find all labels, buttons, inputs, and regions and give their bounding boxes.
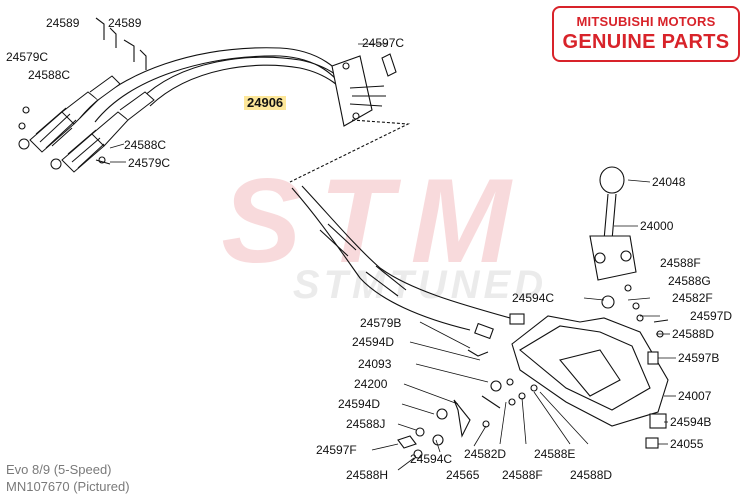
label-24597c: 24597C: [362, 36, 405, 50]
label-24588e: 24588E: [534, 447, 576, 461]
label-24588c-top: 24588C: [28, 68, 71, 82]
label-24588f-bottom: 24588F: [502, 468, 543, 482]
label-24588g: 24588G: [668, 274, 711, 288]
label-24579c-top: 24579C: [6, 50, 49, 64]
label-24055: 24055: [670, 437, 704, 451]
stm-watermark: STM STMTUNED: [221, 154, 547, 307]
caption-model: Evo 8/9 (5-Speed): [6, 462, 112, 477]
label-24594d-mid: 24594D: [352, 335, 395, 349]
label-24594b: 24594B: [670, 415, 712, 429]
label-24589-b: 24589: [108, 16, 142, 30]
label-24579b: 24579B: [360, 316, 402, 330]
label-24007: 24007: [678, 389, 712, 403]
label-24588f-right: 24588F: [660, 256, 701, 270]
label-24906-highlight: 24906: [244, 96, 287, 110]
label-24597d: 24597D: [690, 309, 733, 323]
label-24000: 24000: [640, 219, 674, 233]
caption-part-number: MN107670 (Pictured): [6, 479, 130, 494]
shift-cable-assembly: [18, 47, 386, 173]
label-24588j: 24588J: [346, 417, 386, 431]
badge-brand: MITSUBISHI MOTORS: [576, 14, 716, 29]
shifter-housing: [511, 315, 669, 427]
dashed-connector: [289, 119, 411, 183]
label-24588c-bottom: 24588C: [124, 138, 167, 152]
label-24565: 24565: [446, 468, 480, 482]
label-24588h: 24588H: [346, 468, 389, 482]
stm-watermark-logo: STM: [221, 154, 528, 288]
hardware-parts: [18, 17, 669, 459]
label-24093: 24093: [358, 357, 392, 371]
label-24589-a: 24589: [46, 16, 80, 30]
label-24594c-low: 24594C: [410, 452, 453, 466]
label-24597f: 24597F: [316, 443, 357, 457]
badge-title: GENUINE PARTS: [562, 31, 730, 53]
label-24594c-mid: 24594C: [512, 291, 555, 305]
label-24200: 24200: [354, 377, 388, 391]
lower-cables: [291, 185, 525, 340]
label-24048: 24048: [652, 175, 686, 189]
leader-lines: [109, 43, 676, 471]
label-24582f: 24582F: [672, 291, 713, 305]
shift-lever: [589, 166, 637, 309]
label-24588d-right: 24588D: [672, 327, 715, 341]
label-24579c-bottom: 24579C: [128, 156, 171, 170]
genuine-parts-badge: MITSUBISHI MOTORS GENUINE PARTS: [552, 6, 740, 62]
label-24588d-bottom: 24588D: [570, 468, 613, 482]
label-24597b: 24597B: [678, 351, 720, 365]
label-24594d-low: 24594D: [338, 397, 381, 411]
stm-watermark-text: STMTUNED: [293, 263, 547, 307]
label-24582d: 24582D: [464, 447, 507, 461]
